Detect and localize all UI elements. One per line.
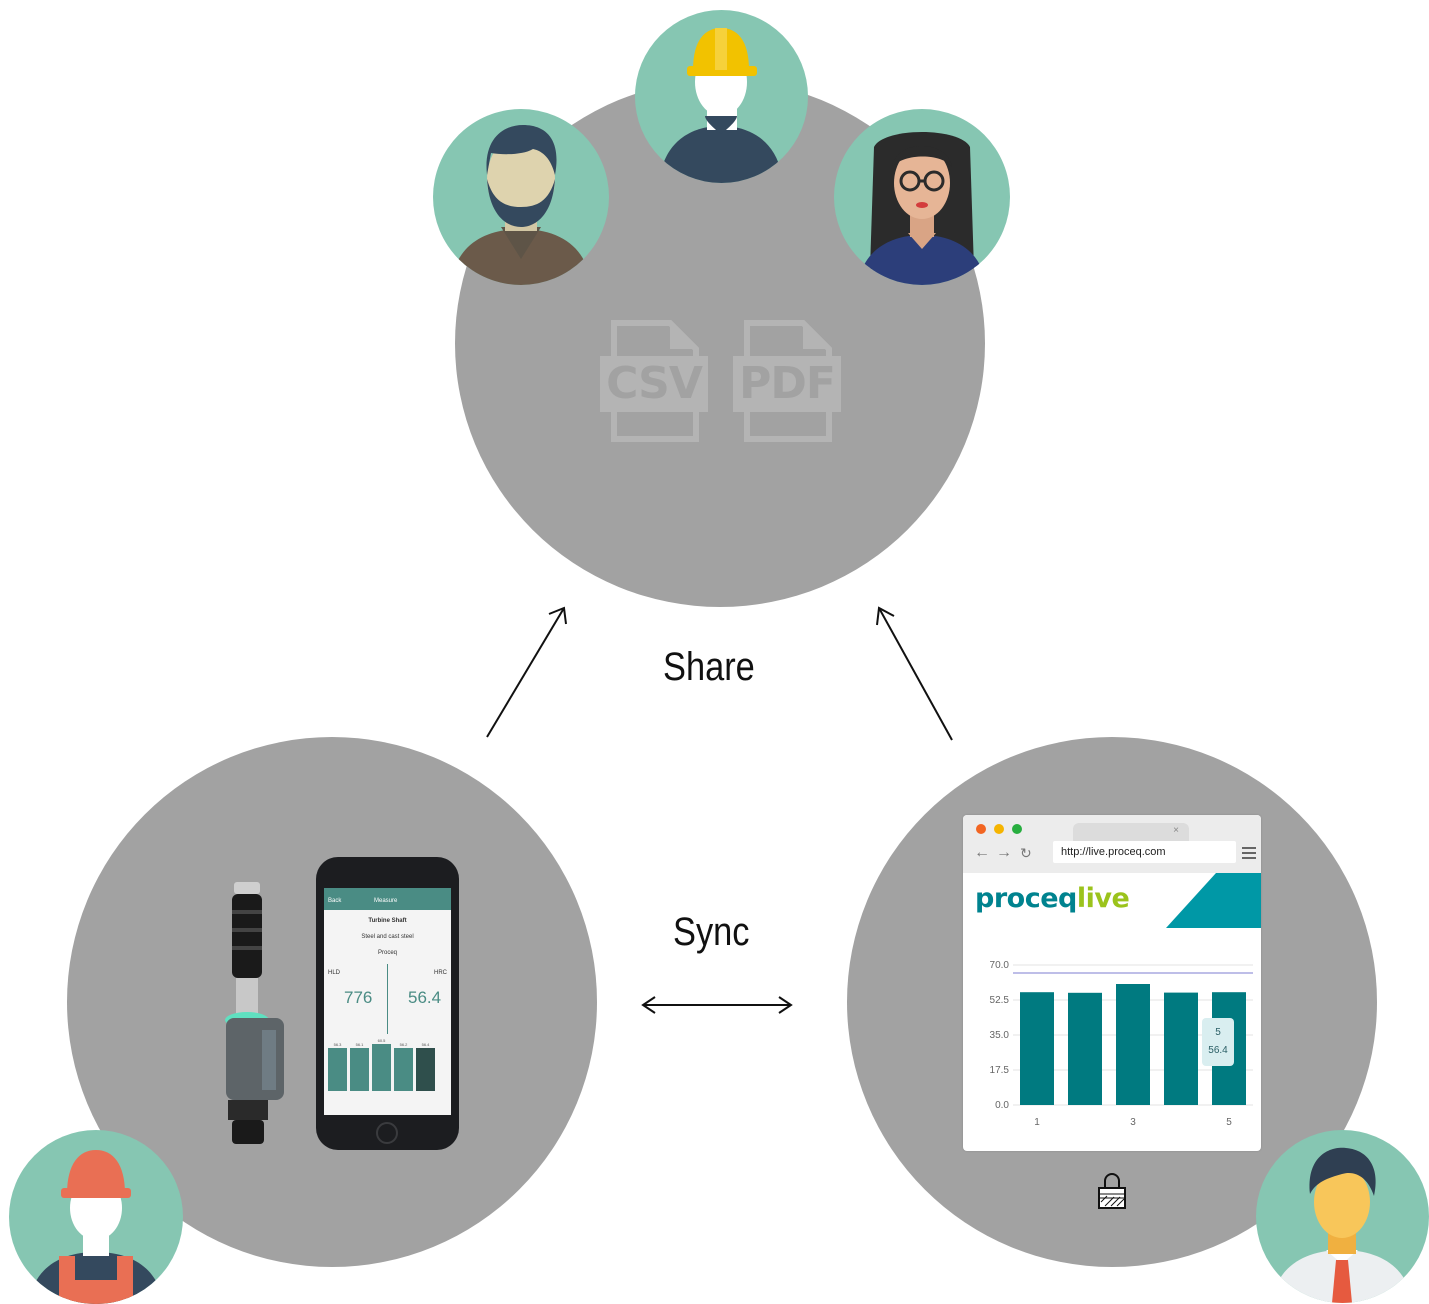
browser-window: × ← → ↻ http://live.proceq.com proceqliv… xyxy=(963,815,1261,1151)
browser-tab[interactable]: × xyxy=(1073,823,1189,843)
csv-label: CSV xyxy=(606,358,703,409)
phone-bar xyxy=(394,1047,413,1091)
phone-bar-chart: 56.3 56.1 60.5 56.2 56.4 xyxy=(326,1033,449,1093)
chart-bar[interactable] xyxy=(1116,984,1150,1105)
maximize-window-button[interactable] xyxy=(1012,824,1022,834)
phone-title: Measure xyxy=(374,898,398,904)
share-label: Share xyxy=(663,645,755,689)
pdf-file-icon: PDF xyxy=(733,320,841,442)
construction-worker-avatar xyxy=(635,10,808,183)
x-tick-label: 3 xyxy=(1130,1117,1136,1128)
phone-home-button[interactable] xyxy=(376,1122,398,1144)
x-tick-label: 5 xyxy=(1226,1117,1232,1128)
businessman-avatar xyxy=(1256,1130,1429,1303)
y-tick-label: 52.5 xyxy=(990,995,1010,1006)
share-arrow-right xyxy=(878,607,953,741)
share-arrow-left xyxy=(486,607,565,738)
tooltip-x: 5 xyxy=(1215,1027,1221,1038)
chart-bar[interactable] xyxy=(1068,992,1102,1105)
close-window-button[interactable] xyxy=(976,824,986,834)
phone-standard[interactable]: Proceq xyxy=(377,950,397,956)
x-tick-label: 1 xyxy=(1034,1117,1040,1128)
tab-close-icon[interactable]: × xyxy=(1173,825,1179,836)
phone-right-value: 56.4 xyxy=(408,988,442,1007)
phone-bar xyxy=(350,1047,369,1091)
phone-object: Turbine Shaft xyxy=(368,918,407,924)
lock-icon xyxy=(1097,1170,1127,1210)
reload-icon[interactable]: ↻ xyxy=(1020,845,1032,861)
phone-right-unit: HRC xyxy=(434,970,447,976)
y-tick-label: 35.0 xyxy=(990,1030,1010,1041)
y-tick-label: 70.0 xyxy=(990,960,1010,971)
menu-icon[interactable] xyxy=(1242,847,1256,859)
logo-live: live xyxy=(1076,883,1130,914)
phone-bar xyxy=(328,1047,347,1091)
phone-bar-label: 56.3 xyxy=(333,1041,342,1047)
phone-back-link[interactable]: Back xyxy=(328,898,342,904)
minimize-window-button[interactable] xyxy=(994,824,1004,834)
back-arrow-icon[interactable]: ← xyxy=(974,844,990,861)
phone-bar-label: 56.1 xyxy=(355,1041,364,1047)
phone-bar-label: 60.5 xyxy=(377,1038,386,1044)
chart-tooltip: 5 56.4 xyxy=(1202,1018,1234,1066)
sync-label: Sync xyxy=(673,910,750,954)
logo-proceq: proceq xyxy=(975,883,1077,914)
hardness-tester-device xyxy=(222,880,292,1148)
woman-glasses-avatar xyxy=(834,109,1010,285)
logo-banner xyxy=(963,873,1261,928)
phone-bar-label: 56.2 xyxy=(399,1041,408,1047)
phone-screen: Back Measure Turbine Shaft Steel and cas… xyxy=(324,888,451,1115)
url-bar[interactable]: http://live.proceq.com xyxy=(1053,841,1236,863)
tooltip-value: 56.4 xyxy=(1208,1045,1228,1056)
chart-bar[interactable] xyxy=(1164,992,1198,1105)
y-tick-label: 17.5 xyxy=(990,1065,1010,1076)
y-tick-label: 0.0 xyxy=(995,1100,1009,1111)
phone-bar-label: 56.4 xyxy=(421,1041,430,1047)
phone-material[interactable]: Steel and cast steel xyxy=(361,934,414,940)
phone-left-value: 776 xyxy=(344,988,373,1007)
bearded-man-avatar xyxy=(433,109,609,285)
forward-arrow-icon[interactable]: → xyxy=(996,844,1012,861)
csv-file-icon: CSV xyxy=(600,320,708,442)
worker-avatar xyxy=(9,1130,183,1304)
proceqlive-logo: proceqlive xyxy=(975,883,1130,914)
phone-device: Back Measure Turbine Shaft Steel and cas… xyxy=(316,857,459,1150)
pdf-label: PDF xyxy=(739,358,836,409)
chart-bar[interactable] xyxy=(1020,992,1054,1105)
phone-bar xyxy=(372,1044,391,1091)
phone-bar xyxy=(416,1047,435,1091)
phone-left-unit: HLD xyxy=(328,970,341,976)
